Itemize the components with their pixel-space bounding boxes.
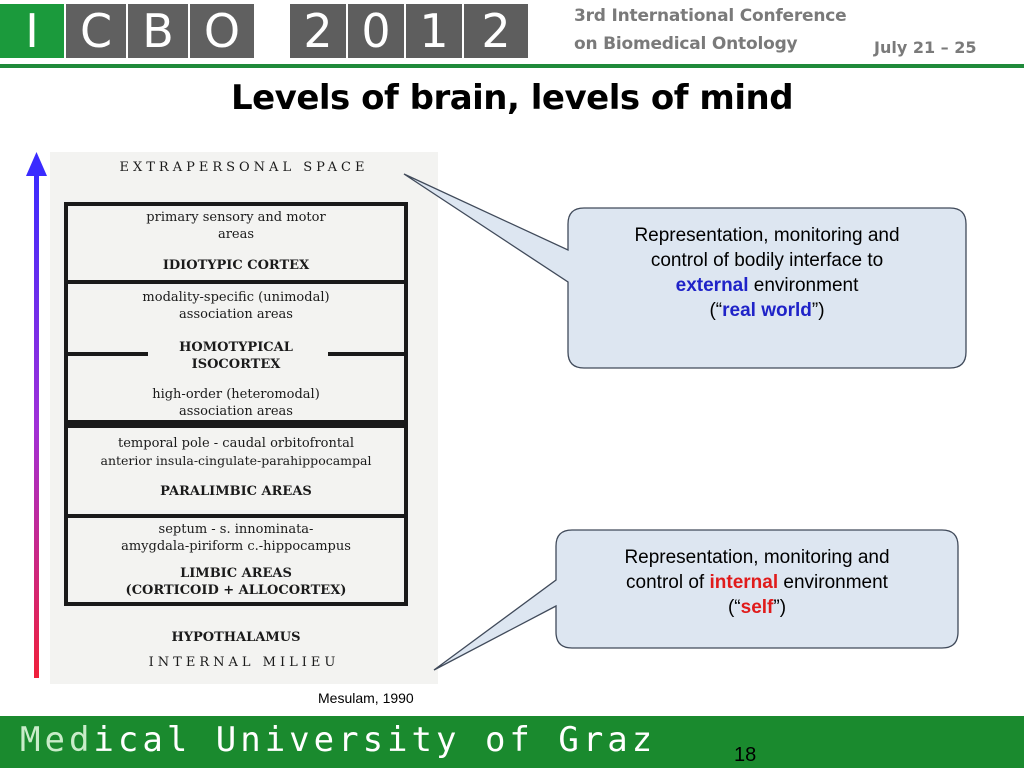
cortex-box bbox=[64, 202, 408, 424]
limbic-title-2: (CORTICOID + ALLOCORTEX) bbox=[125, 583, 347, 598]
slide-title: Levels of brain, levels of mind bbox=[230, 78, 794, 118]
idiotypic-title: IDIOTYPIC CORTEX bbox=[162, 258, 310, 273]
callout-external-text: Representation, monitoring and control o… bbox=[568, 223, 966, 323]
callout-external-line4: (“real world”) bbox=[568, 298, 966, 323]
year-digit-2: 0 bbox=[348, 4, 404, 58]
limbic-title-1: LIMBIC AREAS bbox=[180, 566, 292, 581]
external-quote-close: ”) bbox=[811, 300, 825, 322]
callout-internal-line1: Representation, monitoring and bbox=[624, 547, 890, 568]
callout-external-line1: Representation, monitoring and bbox=[634, 225, 900, 246]
idiotypic-desc-2: areas bbox=[217, 227, 255, 242]
logo-letter-o: O bbox=[190, 4, 254, 58]
external-quote-open: (“ bbox=[709, 300, 723, 322]
callout-internal-line2: control of internal environment bbox=[556, 570, 958, 595]
external-after: environment bbox=[748, 275, 859, 297]
internal-quote-open: (“ bbox=[727, 597, 741, 619]
unimodal-desc-2: association areas bbox=[179, 307, 293, 322]
unimodal-desc-1: modality-specific (unimodal) bbox=[142, 290, 330, 305]
limbic-desc-2: amygdala-piriform c.-hippocampus bbox=[121, 539, 351, 554]
internal-emphasis: internal bbox=[709, 572, 779, 594]
logo-letter-c: C bbox=[66, 4, 126, 58]
year-digit-3: 1 bbox=[406, 4, 462, 58]
callout-internal-line3: (“self”) bbox=[556, 595, 958, 620]
callout-external-shape bbox=[403, 173, 967, 369]
divider-isocortex-right bbox=[328, 352, 408, 356]
figure-citation: Mesulam, 1990 bbox=[318, 690, 414, 706]
callout-internal-text: Representation, monitoring and control o… bbox=[556, 545, 958, 620]
limbic-box bbox=[64, 514, 408, 606]
logo-letter-b: B bbox=[128, 4, 188, 58]
callout-external-line2: control of bodily interface to bbox=[650, 250, 884, 272]
conference-title-line1: 3rd International Conference bbox=[574, 6, 847, 26]
homotypical-title-2: ISOCORTEX bbox=[191, 357, 281, 372]
footer-title-rest: ical University of Graz bbox=[93, 720, 657, 760]
heteromodal-desc-1: high-order (heteromodal) bbox=[152, 387, 320, 402]
header-rule bbox=[0, 64, 1024, 68]
divider-isocortex-left bbox=[64, 352, 148, 356]
footer-bar bbox=[0, 716, 1024, 768]
hypothalamus-label: HYPOTHALAMUS bbox=[171, 630, 301, 645]
limbic-desc-1: septum - s. innominata- bbox=[158, 522, 314, 537]
extrapersonal-label: EXTRAPERSONAL SPACE bbox=[119, 160, 369, 175]
year-digit-4: 2 bbox=[464, 4, 528, 58]
real-world-emphasis: real world bbox=[722, 300, 812, 322]
self-emphasis: self bbox=[740, 597, 774, 619]
paralimbic-title: PARALIMBIC AREAS bbox=[160, 484, 312, 499]
footer-title-highlight: Med bbox=[20, 720, 94, 760]
divider-idiotypic bbox=[64, 280, 408, 284]
paralimbic-desc-1: temporal pole - caudal orbitofrontal bbox=[118, 436, 354, 451]
idiotypic-desc-1: primary sensory and motor bbox=[146, 210, 326, 225]
footer-university-name: Medical University of Graz bbox=[20, 720, 656, 760]
conference-dates: July 21 – 25 bbox=[874, 38, 977, 57]
callout-internal-shape bbox=[433, 529, 959, 671]
heteromodal-desc-2: association areas bbox=[179, 404, 293, 419]
homotypical-title-1: HOMOTYPICAL bbox=[179, 340, 293, 355]
internal-after: environment bbox=[778, 572, 888, 594]
brain-levels-figure: EXTRAPERSONAL SPACE primary sensory and … bbox=[50, 152, 438, 684]
paralimbic-desc-2: anterior insula-cingulate-parahippocampa… bbox=[100, 453, 372, 468]
internal-milieu-label: INTERNAL MILIEU bbox=[148, 655, 340, 670]
conference-title-line2: on Biomedical Ontology bbox=[574, 34, 798, 54]
page-number: 18 bbox=[734, 744, 757, 766]
logo-letter-i: I bbox=[0, 4, 64, 58]
external-emphasis: external bbox=[675, 275, 749, 297]
year-digit-1: 2 bbox=[290, 4, 346, 58]
level-arrow-icon bbox=[26, 152, 47, 678]
internal-pre: control of bbox=[626, 572, 710, 594]
internal-quote-close: ”) bbox=[773, 597, 787, 619]
callout-external-line3: external environment bbox=[568, 273, 966, 298]
